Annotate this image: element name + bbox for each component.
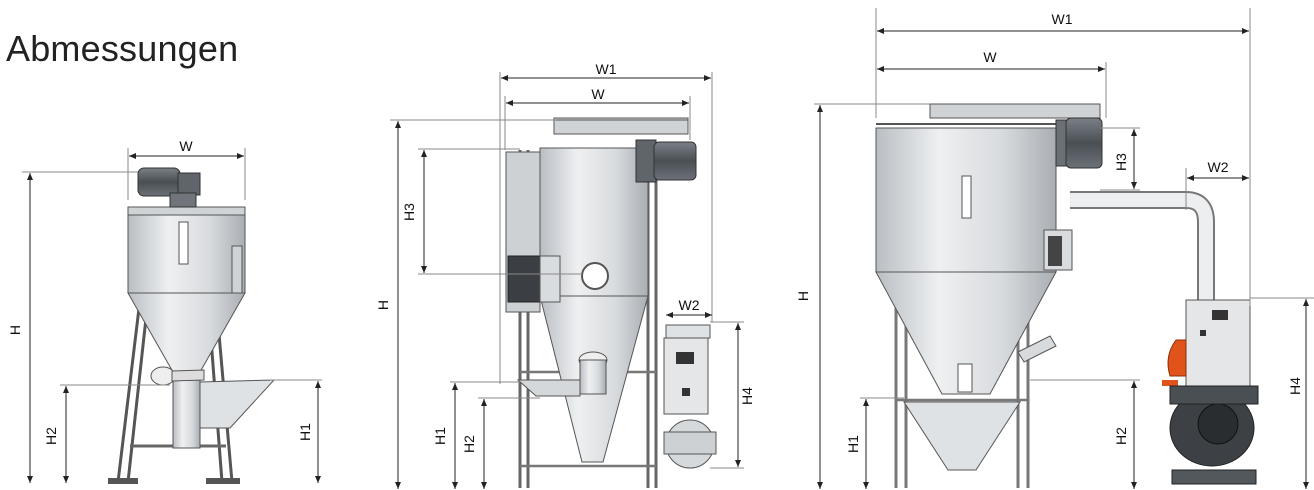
page-title: Abmessungen [6, 28, 239, 69]
machine-1-drawing: W H H2 H1 [7, 138, 322, 484]
m2-w1-label: W1 [596, 61, 617, 77]
m3-w1-label: W1 [1052, 11, 1073, 27]
m2-h4-label: H4 [739, 387, 755, 405]
machine-2-drawing: W1 W H H3 H1 H2 W2 H4 [375, 61, 755, 489]
m3-h2-label: H2 [1113, 427, 1129, 445]
m2-h-label: H [375, 300, 391, 310]
m1-h1-label: H1 [297, 423, 313, 441]
machine-3-drawing: W1 W H H3 W2 H1 H2 H4 [795, 8, 1314, 489]
m3-h4-label: H4 [1287, 377, 1303, 395]
m3-w-label: W [983, 49, 997, 65]
m1-h2-label: H2 [43, 427, 59, 445]
m3-h-label: H [795, 291, 811, 301]
m2-h2-label: H2 [461, 435, 477, 453]
m3-h1-label: H1 [845, 435, 861, 453]
m2-h1-label: H1 [432, 427, 448, 445]
m2-h3-label: H3 [401, 203, 417, 221]
m2-w2-label: W2 [679, 297, 700, 313]
m3-h3-label: H3 [1113, 153, 1129, 171]
m2-w-label: W [591, 86, 605, 102]
m1-w-label: W [179, 138, 193, 154]
m1-h-label: H [7, 325, 23, 335]
m3-w2-label: W2 [1208, 159, 1229, 175]
